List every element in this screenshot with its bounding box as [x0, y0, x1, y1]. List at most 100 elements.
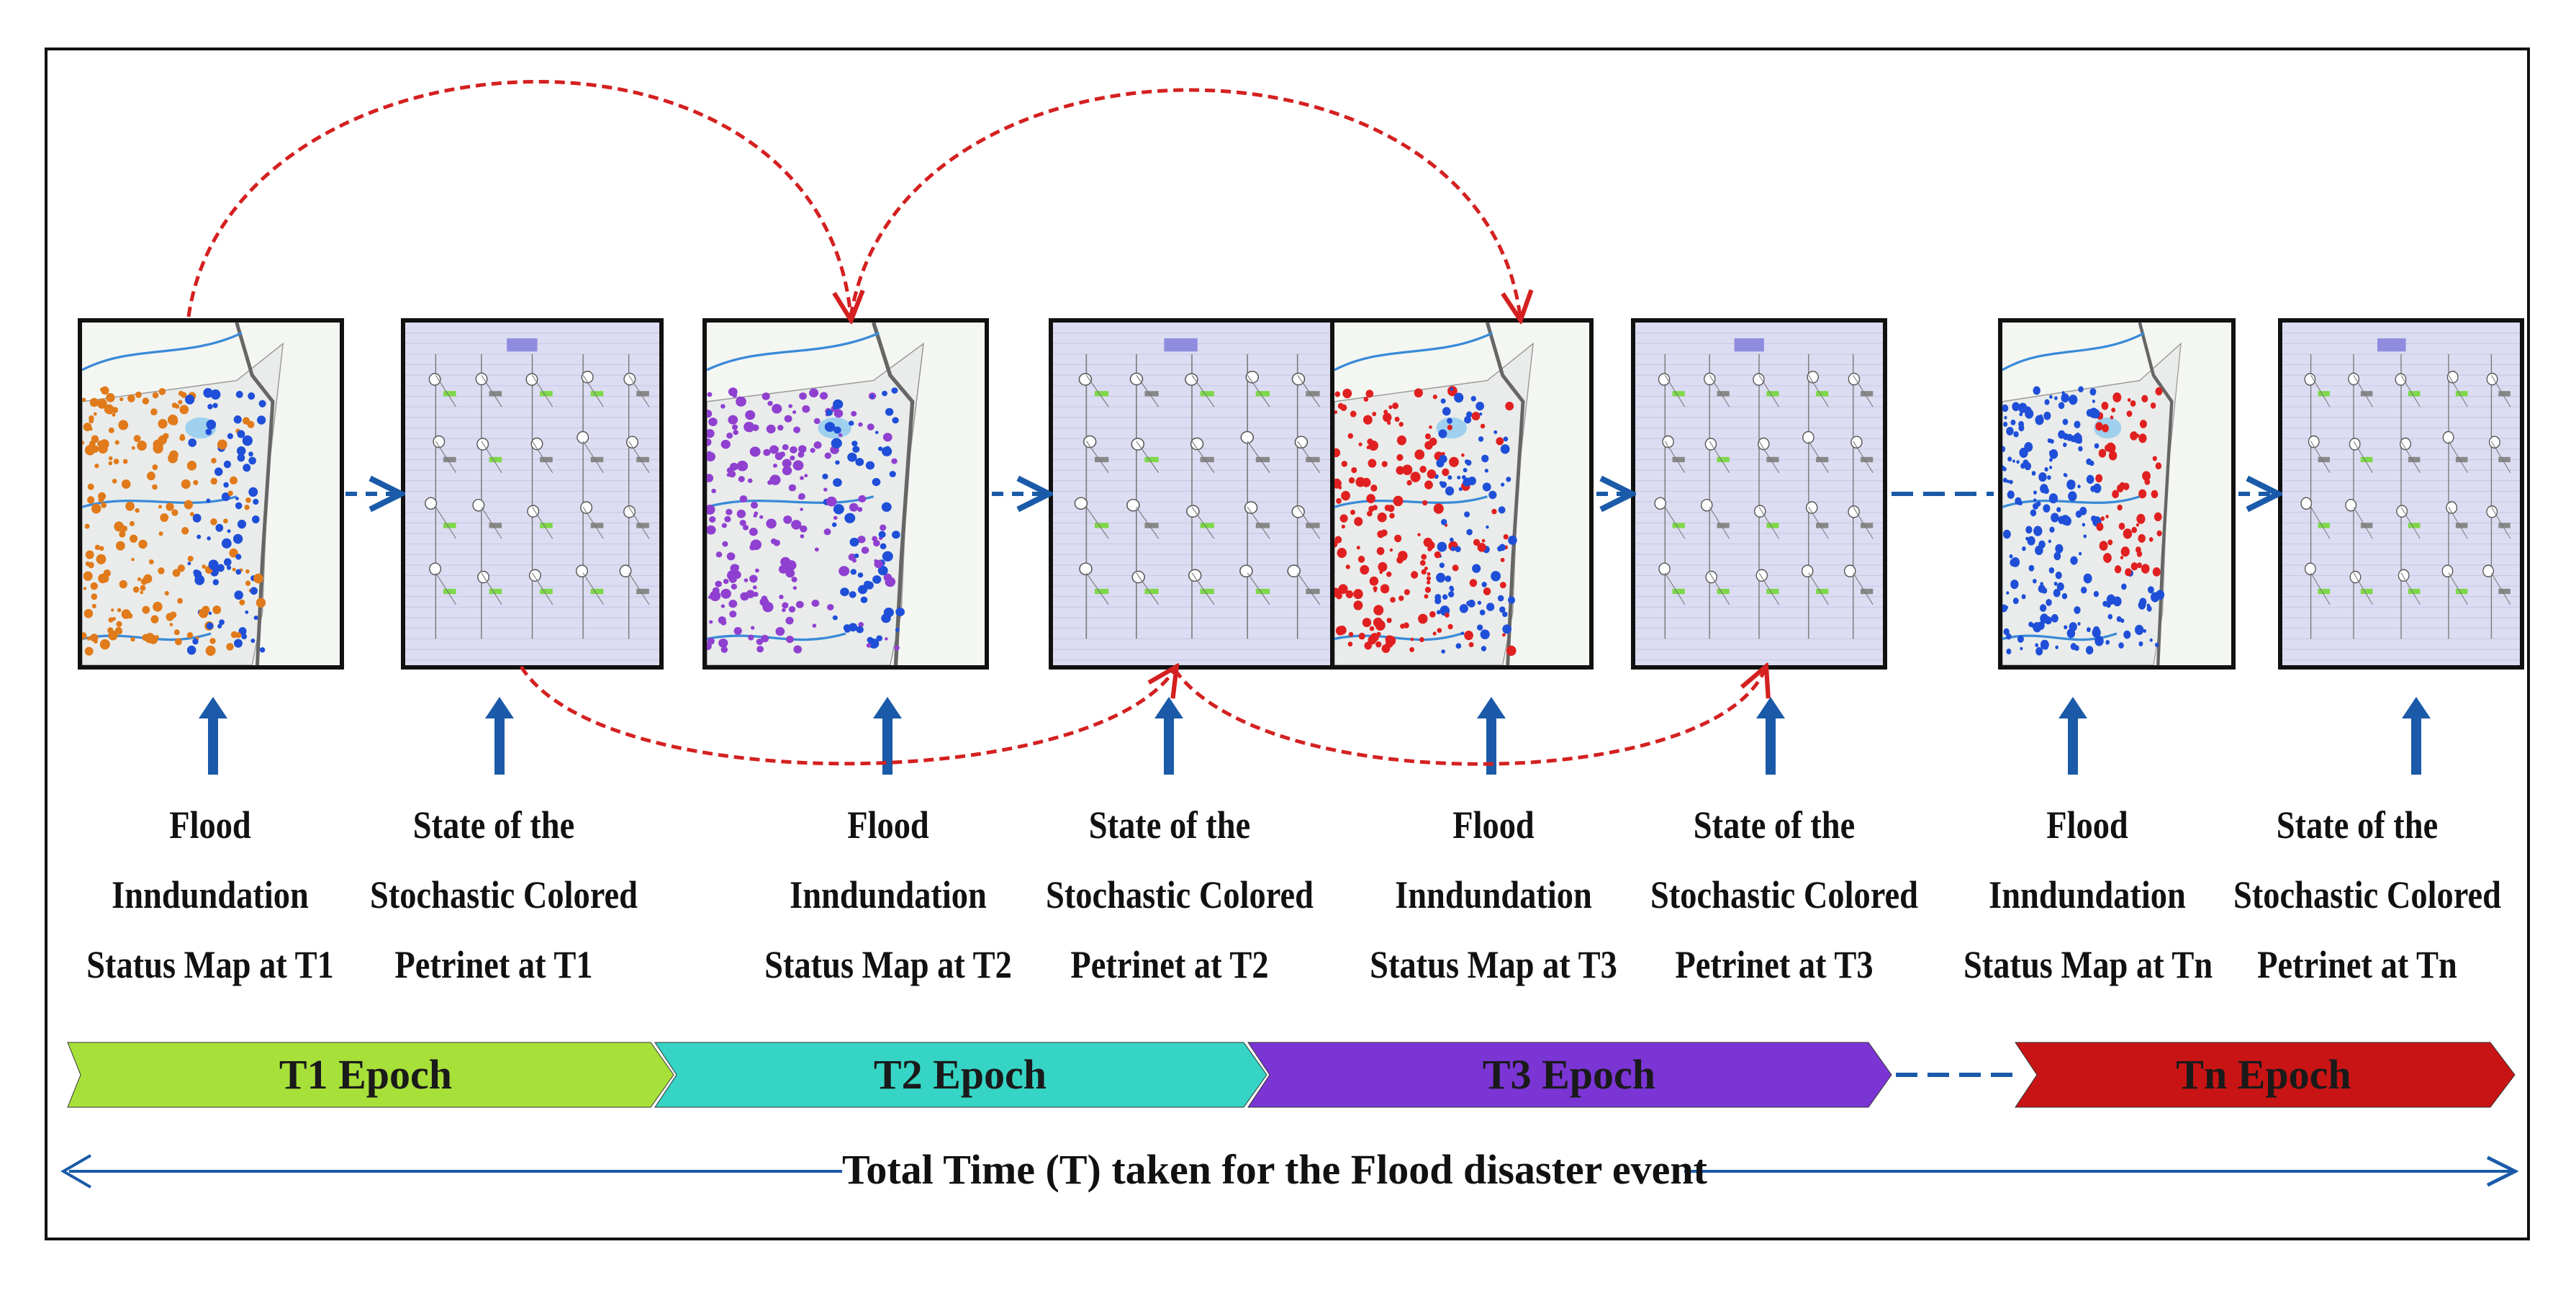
flood-dot — [746, 425, 754, 433]
transition — [1144, 523, 1159, 528]
arc — [1085, 374, 1109, 407]
flood-dot — [83, 571, 93, 581]
flood-dot — [2009, 554, 2013, 559]
flood-dot — [1341, 524, 1346, 529]
flood-dot — [2094, 443, 2100, 449]
flood-dot — [2106, 602, 2111, 608]
flood-dot — [810, 448, 815, 454]
flood-dot — [2076, 437, 2083, 444]
place — [575, 564, 588, 578]
flood-dot — [2051, 614, 2058, 623]
flood-dot — [112, 479, 117, 484]
arc — [1664, 507, 1686, 539]
flood-dot — [1334, 478, 1342, 489]
flood-dot — [2070, 643, 2077, 650]
flood-dot — [155, 635, 159, 639]
flood-dot — [181, 527, 189, 535]
flood-dot — [892, 531, 900, 539]
flood-dot — [1375, 620, 1386, 631]
flood-dot — [1459, 604, 1468, 613]
transition — [2455, 391, 2468, 397]
flood-dot — [833, 409, 844, 418]
flood-dot — [1423, 537, 1433, 547]
flood-dot — [1450, 537, 1454, 542]
flood-dot — [181, 479, 191, 490]
flood-dot — [772, 404, 782, 414]
flood-dot — [1452, 564, 1459, 572]
flood-dot — [125, 501, 135, 511]
flood-dot — [1373, 589, 1377, 592]
flood-dot — [788, 605, 796, 613]
flood-dot — [799, 392, 807, 400]
flood-dot — [1447, 475, 1452, 480]
flood-dot — [2114, 565, 2122, 574]
flood-dot — [720, 619, 727, 626]
arc — [2310, 507, 2331, 539]
flood-dot — [833, 504, 844, 515]
flood-dot — [2106, 442, 2115, 453]
flood-dot — [850, 569, 857, 575]
flood-dot — [91, 593, 98, 600]
flood-dot — [2048, 450, 2053, 455]
flood-dot — [251, 515, 260, 523]
flood-dot — [2120, 556, 2124, 560]
flood-dot — [736, 509, 746, 518]
flood-dot — [2111, 407, 2116, 413]
place — [1078, 373, 1093, 386]
place — [2486, 505, 2498, 518]
flood-dot — [733, 627, 742, 635]
flood-dot — [143, 574, 153, 584]
place — [428, 373, 441, 386]
flood-dot — [1427, 546, 1432, 551]
flood-dot — [253, 498, 259, 505]
flood-dot — [2048, 567, 2055, 574]
flood-dot — [802, 405, 810, 413]
flood-dot — [211, 458, 217, 464]
flood-dot — [256, 598, 266, 608]
flood-dot — [226, 565, 232, 570]
flood-dot — [178, 400, 183, 405]
transition — [1094, 456, 1109, 463]
place — [1848, 372, 1861, 386]
flood-dot — [177, 598, 183, 604]
flood-dot — [245, 497, 251, 503]
flood-dot — [1419, 466, 1427, 473]
transition — [590, 588, 604, 595]
flood-dot — [753, 513, 757, 518]
flood-dot — [1466, 600, 1471, 606]
flood-dot — [831, 522, 837, 527]
flood-dot — [1440, 398, 1446, 404]
place — [625, 436, 638, 449]
transition — [2408, 588, 2421, 595]
flood-dot — [235, 554, 242, 560]
arc — [2353, 572, 2373, 605]
flood-dot — [2033, 490, 2037, 495]
flood-dot — [1394, 416, 1400, 422]
flood-dot — [833, 478, 842, 487]
arc — [582, 507, 604, 539]
flood-dot — [1366, 445, 1370, 450]
flood-dot — [179, 405, 189, 415]
flood-dot — [1500, 444, 1510, 454]
transition — [2408, 523, 2421, 528]
flood-dot — [854, 553, 859, 559]
flood-dot — [883, 608, 894, 618]
flood-dot — [184, 500, 194, 510]
flood-dot — [827, 603, 834, 610]
flood-dot — [1491, 571, 1501, 582]
flood-dot — [1464, 631, 1473, 641]
flood-dot — [1388, 405, 1393, 410]
flood-dot — [2117, 504, 2123, 511]
flood-dot — [1455, 643, 1462, 649]
flood-dot — [1362, 415, 1373, 425]
flood-dot — [1502, 611, 1508, 618]
flood-dot — [237, 519, 247, 529]
flood-dot — [1501, 482, 1505, 487]
flood-dot — [790, 455, 795, 461]
flood-dot — [242, 435, 253, 446]
flood-dot — [1373, 605, 1384, 616]
flood-dot — [2053, 551, 2061, 561]
flood-dot — [91, 603, 96, 609]
transition — [1861, 588, 1874, 595]
flood-dot — [140, 590, 143, 595]
